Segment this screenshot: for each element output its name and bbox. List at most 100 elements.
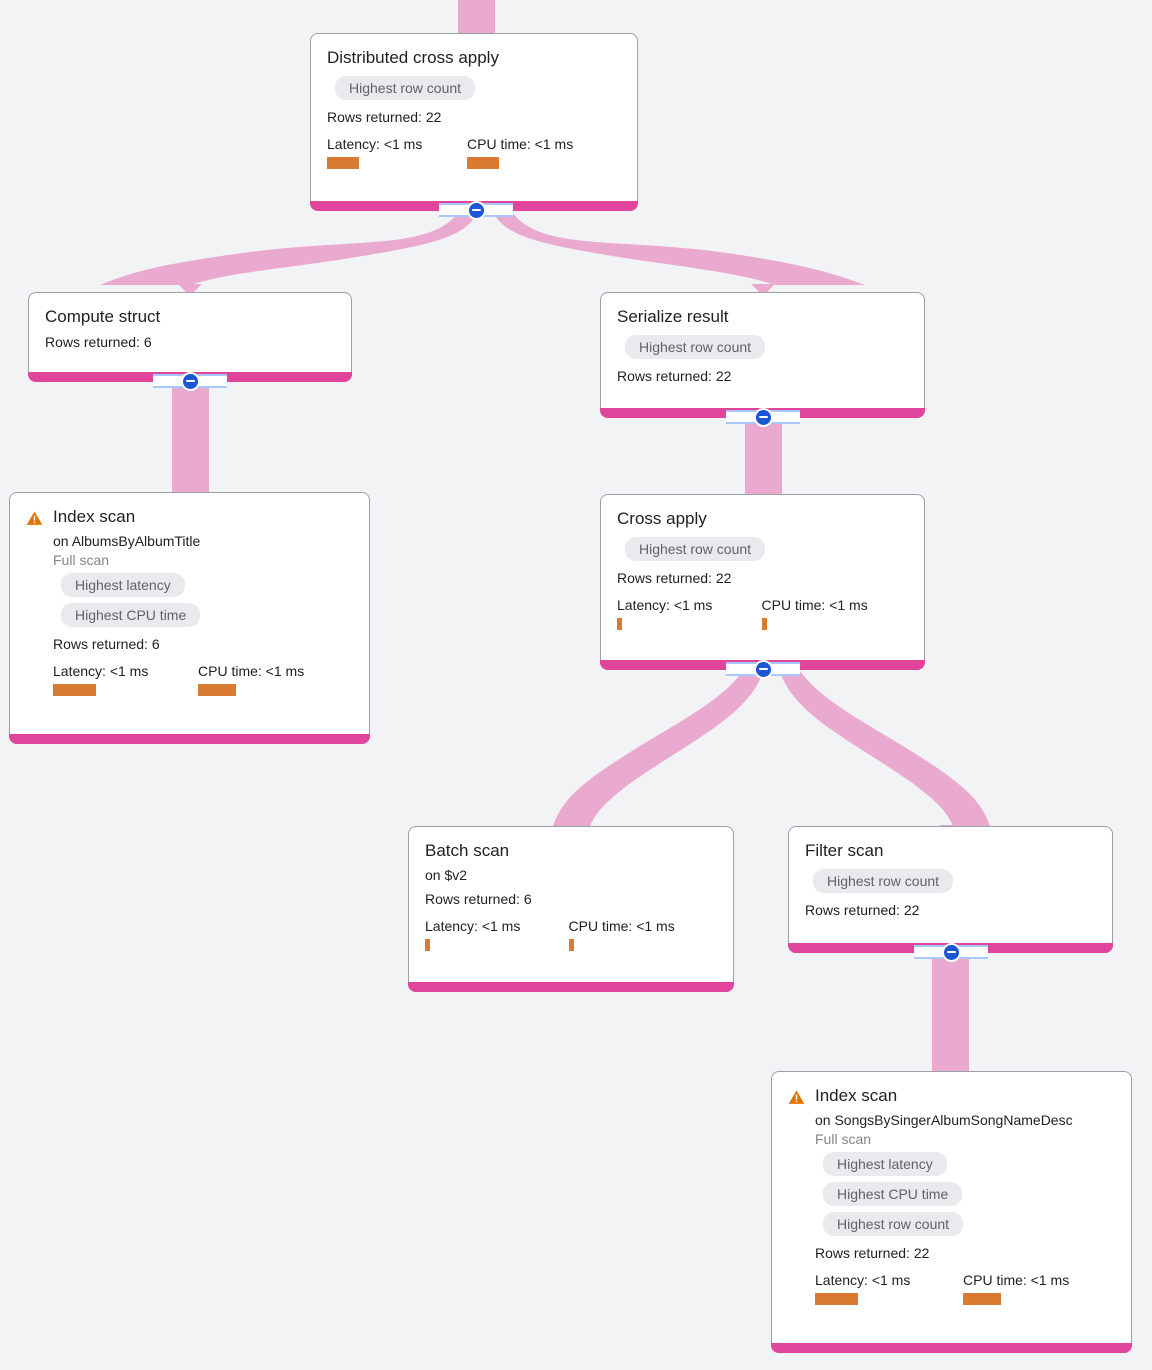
latency-bar — [53, 684, 96, 696]
metric-latency: Latency: <1 ms — [617, 596, 762, 630]
latency-bar — [425, 939, 430, 951]
edge-stub-root — [458, 0, 495, 34]
metrics-row: Latency: <1 ms CPU time: <1 ms — [617, 596, 908, 630]
rows-returned: Rows returned: 6 — [45, 334, 152, 350]
metric-cpu-time: CPU time: <1 ms — [467, 135, 617, 169]
minus-circle-icon — [180, 371, 200, 391]
badge-highest-cpu-time: Highest CPU time — [61, 603, 201, 627]
metrics-row: Latency: <1 ms CPU time: <1 ms — [53, 662, 353, 696]
node-scan-type: Full scan — [815, 1131, 872, 1147]
badge-highest-latency: Highest latency — [61, 573, 185, 597]
node-accent-bar — [9, 734, 370, 744]
edge-cross-apply-to-batch-scan — [553, 668, 764, 826]
badge-highest-row-count: Highest row count — [335, 76, 476, 100]
badge-highest-row-count: Highest row count — [625, 335, 766, 359]
node-header: Compute struct Rows returned: 6 — [45, 307, 335, 352]
metric-cpu-time: CPU time: <1 ms — [568, 917, 717, 951]
node-header: Cross apply Highest row count Rows retur… — [617, 509, 908, 630]
node-compute-struct[interactable]: Compute struct Rows returned: 6 — [28, 292, 352, 382]
rows-returned: Rows returned: 22 — [617, 570, 732, 586]
node-header: Filter scan Highest row count Rows retur… — [805, 841, 1096, 920]
latency-bar — [617, 618, 622, 630]
badge-highest-row-count: Highest row count — [625, 537, 766, 561]
edge-root-to-serialize-result — [493, 212, 865, 285]
node-distributed-cross-apply[interactable]: Distributed cross apply Highest row coun… — [310, 33, 638, 211]
collapse-toggle-compute-struct[interactable] — [153, 370, 227, 392]
cpu-time-bar — [467, 157, 499, 169]
collapse-toggle-filter-scan[interactable] — [914, 941, 988, 963]
node-accent-bar — [408, 982, 734, 992]
node-batch-scan[interactable]: Batch scan on $v2 Rows returned: 6 Laten… — [408, 826, 734, 992]
collapse-toggle-serialize-result[interactable] — [726, 406, 800, 428]
node-header: Batch scan on $v2 Rows returned: 6 Laten… — [425, 841, 717, 951]
node-accent-bar — [771, 1343, 1132, 1353]
node-header: Distributed cross apply Highest row coun… — [327, 48, 621, 169]
metric-latency: Latency: <1 ms — [425, 917, 569, 951]
warning-triangle-icon — [26, 511, 43, 525]
node-header: Index scan on AlbumsByAlbumTitle Full sc… — [26, 507, 353, 696]
metrics-row: Latency: <1 ms CPU time: <1 ms — [327, 135, 621, 169]
edge-filter-scan-to-index-scan — [932, 953, 969, 1073]
metric-cpu-time: CPU time: <1 ms — [963, 1271, 1113, 1305]
rows-returned: Rows returned: 22 — [815, 1245, 930, 1261]
rows-returned: Rows returned: 22 — [327, 109, 442, 125]
metric-cpu-time: CPU time: <1 ms — [198, 662, 348, 696]
node-index-name: on SongsBySingerAlbumSongNameDesc — [815, 1112, 1073, 1128]
metric-cpu-time: CPU time: <1 ms — [761, 596, 908, 630]
minus-circle-icon — [466, 200, 486, 220]
node-index-name: on AlbumsByAlbumTitle — [53, 533, 201, 549]
cpu-time-bar — [568, 939, 574, 951]
badge-highest-cpu-time: Highest CPU time — [823, 1182, 963, 1206]
node-serialize-result[interactable]: Serialize result Highest row count Rows … — [600, 292, 925, 418]
node-title: Index scan — [53, 507, 136, 526]
rows-returned: Rows returned: 22 — [617, 368, 732, 384]
node-cross-apply[interactable]: Cross apply Highest row count Rows retur… — [600, 494, 925, 670]
node-title: Filter scan — [805, 841, 884, 860]
node-title: Index scan — [815, 1086, 898, 1105]
edge-root-to-compute-struct — [100, 212, 478, 285]
badge-highest-row-count: Highest row count — [813, 869, 954, 893]
rows-returned: Rows returned: 22 — [805, 902, 920, 918]
node-index-scan-albums[interactable]: Index scan on AlbumsByAlbumTitle Full sc… — [9, 492, 370, 744]
metric-latency: Latency: <1 ms — [815, 1271, 963, 1305]
node-title: Distributed cross apply — [327, 48, 499, 67]
minus-circle-icon — [753, 659, 773, 679]
warning-triangle-icon — [788, 1090, 805, 1104]
metric-latency: Latency: <1 ms — [327, 135, 467, 169]
latency-label: Latency: <1 ms — [327, 136, 423, 152]
collapse-toggle-distributed-cross-apply[interactable] — [439, 199, 513, 221]
latency-bar — [815, 1293, 858, 1305]
latency-label: Latency: <1 ms — [617, 597, 713, 613]
node-title: Compute struct — [45, 307, 161, 326]
node-header: Serialize result Highest row count Rows … — [617, 307, 908, 386]
node-title: Serialize result — [617, 307, 729, 326]
cpu-time-bar — [198, 684, 236, 696]
node-index-scan-songs[interactable]: Index scan on SongsBySingerAlbumSongName… — [771, 1071, 1132, 1353]
cpu-time-label: CPU time: <1 ms — [467, 136, 574, 152]
cpu-time-label: CPU time: <1 ms — [761, 597, 868, 613]
badge-highest-latency: Highest latency — [823, 1152, 947, 1176]
badge-highest-row-count: Highest row count — [823, 1212, 964, 1236]
node-scan-type: Full scan — [53, 552, 110, 568]
metrics-row: Latency: <1 ms CPU time: <1 ms — [815, 1271, 1115, 1305]
minus-circle-icon — [753, 407, 773, 427]
cpu-time-bar — [963, 1293, 1001, 1305]
rows-returned: Rows returned: 6 — [53, 636, 160, 652]
latency-bar — [327, 157, 359, 169]
edge-serialize-to-cross-apply — [745, 418, 782, 494]
node-source-name: on $v2 — [425, 867, 468, 883]
node-title: Batch scan — [425, 841, 510, 860]
cpu-time-label: CPU time: <1 ms — [963, 1272, 1070, 1288]
edge-cross-apply-to-filter-scan — [779, 668, 990, 826]
node-header: Index scan on SongsBySingerAlbumSongName… — [788, 1086, 1115, 1305]
latency-label: Latency: <1 ms — [815, 1272, 911, 1288]
node-filter-scan[interactable]: Filter scan Highest row count Rows retur… — [788, 826, 1113, 953]
edge-compute-struct-to-index-scan — [172, 382, 209, 494]
cpu-time-label: CPU time: <1 ms — [198, 663, 305, 679]
cpu-time-label: CPU time: <1 ms — [568, 918, 675, 934]
collapse-toggle-cross-apply[interactable] — [726, 658, 800, 680]
node-title: Cross apply — [617, 509, 707, 528]
metrics-row: Latency: <1 ms CPU time: <1 ms — [425, 917, 717, 951]
metric-latency: Latency: <1 ms — [53, 662, 198, 696]
